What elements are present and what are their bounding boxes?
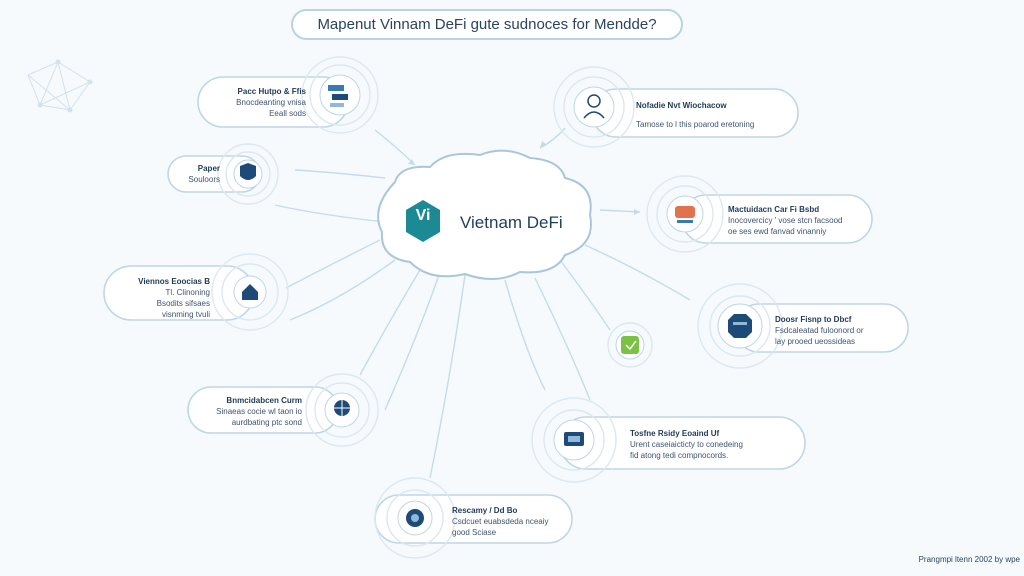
node-line: Sinaeas cocie wl taon io [216, 407, 302, 416]
node-top-left[interactable]: Pacc Hutpo & Ffis Bnocdeanting vnisa Eea… [204, 86, 306, 119]
hub-badge-hexagon [406, 200, 440, 242]
node-line: visnming tvuli [161, 310, 210, 319]
hub-label: Vietnam DeFi [460, 213, 563, 232]
node-line: oe ses ewd fanvad vinanniy [728, 227, 827, 236]
node-line: Eeall sods [269, 109, 306, 118]
node-heading: Nofadie Nvt Wiochacow [636, 101, 727, 110]
node-line: Bnocdeanting vnisa [236, 98, 306, 107]
node-right-upper[interactable]: Mactuidacn Car Fi Bsbd Inocovercicy ' vo… [728, 204, 870, 237]
node-heading: Doosr Fisnp to Dbcf [775, 315, 852, 324]
footer-credit: Prangmpi ltenn 2002 by wpe [918, 555, 1020, 564]
icon-rings [211, 56, 783, 559]
node-line: aurdbating ptc sond [231, 418, 302, 427]
node-line: Urent caseiaicticty to conedeing [630, 440, 743, 449]
diagram-title: Mapenut Vinnam DeFi gute sudnoces for Me… [291, 9, 683, 40]
node-line: Csdcuet euabsdeda nceaiy [452, 517, 549, 526]
icon-discs [233, 74, 763, 536]
node-line: fid atong tedi compnocords. [630, 451, 729, 460]
node-line: Tamose to l this poarod eretoning [636, 120, 755, 129]
node-line: Bsodits sifsaes [156, 299, 210, 308]
hub-badge-label: Vi [415, 207, 431, 224]
hub-node[interactable] [377, 149, 592, 280]
node-heading: Pacc Hutpo & Ffis [237, 87, 306, 96]
node-heading: Viennos Eoocias B [138, 277, 210, 286]
arrow-heads [408, 141, 640, 215]
node-line: lay prooed ueossideas [775, 337, 856, 346]
node-heading: Tosfne Rsidy Eoaind Uf [630, 429, 720, 438]
node-top-right[interactable]: Nofadie Nvt Wiochacow Tamose to l this p… [636, 100, 796, 130]
node-line: Souloors [188, 175, 220, 184]
node-heading: Mactuidacn Car Fi Bsbd [728, 205, 820, 214]
node-left-upper[interactable]: Paper Souloors [174, 163, 220, 185]
node-line: good Sciase [452, 528, 497, 537]
node-bottom[interactable]: Rescamy / Dd Bo Csdcuet euabsdeda nceaiy… [452, 505, 567, 538]
node-right-mid[interactable]: Doosr Fisnp to Dbcf Fsdcaleatad fuloonor… [775, 314, 905, 347]
decorative-network-icon [27, 59, 93, 113]
node-left-mid[interactable]: Viennos Eoocias B Tl. Clinoning Bsodits … [108, 276, 210, 320]
node-left-lower[interactable]: Bnmcidabcen Curm Sinaeas cocie wl taon i… [192, 395, 302, 428]
connector-lines [274, 127, 691, 479]
node-line: Inocovercicy ' vose stcn facsood [728, 216, 843, 225]
node-line: Tl. Clinoning [165, 288, 210, 297]
node-heading: Bnmcidabcen Curm [226, 396, 302, 405]
node-heading: Paper [197, 164, 220, 173]
node-line: Fsdcaleatad fuloonord or [775, 326, 864, 335]
node-cards [103, 76, 909, 544]
node-heading: Rescamy / Dd Bo [452, 506, 518, 515]
node-right-lower[interactable]: Tosfne Rsidy Eoaind Uf Urent caseiaictic… [630, 428, 802, 461]
